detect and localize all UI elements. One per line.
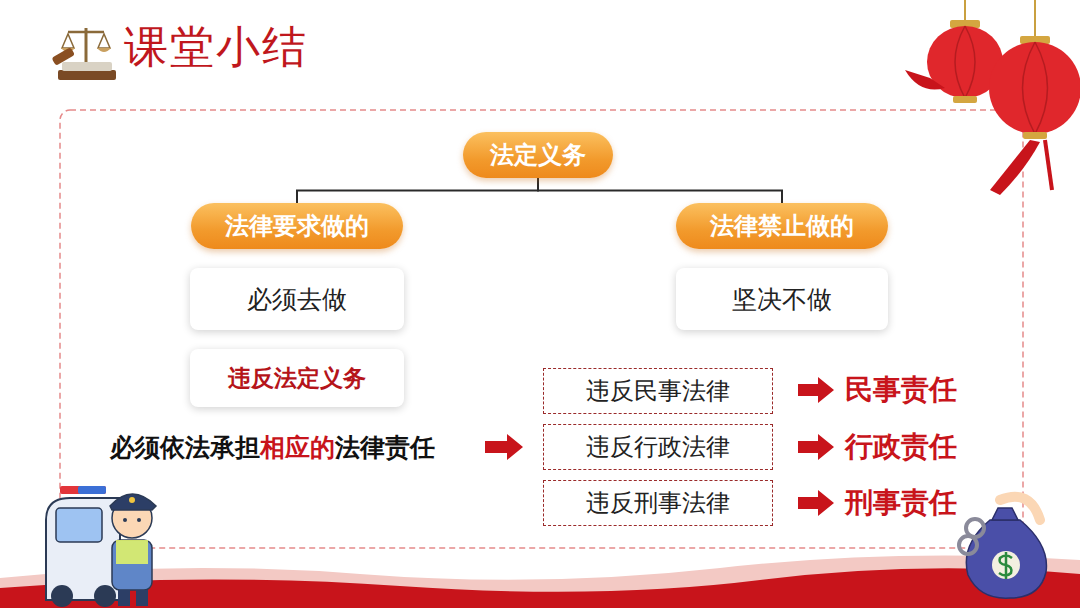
node-text: 违反行政法律 bbox=[586, 431, 730, 463]
node-text: 违反刑事法律 bbox=[586, 487, 730, 519]
law-box: 违反行政法律 bbox=[543, 424, 773, 470]
node-text: 违反法定义务 bbox=[228, 363, 366, 394]
money-bag-illustration bbox=[959, 497, 1046, 598]
lanterns bbox=[905, 0, 1080, 195]
police-illustration bbox=[46, 486, 156, 607]
content-card: 必须去做 bbox=[190, 268, 404, 330]
liability-label: 民事责任 bbox=[845, 371, 957, 409]
conclusion-text: 法律责任 bbox=[335, 431, 435, 464]
law-box: 违反刑事法律 bbox=[543, 480, 773, 526]
node-text: 法律禁止做的 bbox=[710, 210, 854, 242]
bracket-connector bbox=[297, 178, 538, 203]
branch-pill: 法律要求做的 bbox=[191, 203, 403, 249]
band-light bbox=[0, 556, 1080, 608]
node-text: 必须去做 bbox=[247, 283, 347, 316]
node-text: 违反民事法律 bbox=[586, 375, 730, 407]
content-card: 坚决不做 bbox=[676, 268, 888, 330]
branch-pill: 法律禁止做的 bbox=[676, 203, 888, 249]
warning-card: 违反法定义务 bbox=[190, 349, 404, 407]
law-box: 违反民事法律 bbox=[543, 368, 773, 414]
node-text: 坚决不做 bbox=[732, 283, 832, 316]
root-pill: 法定义务 bbox=[463, 132, 613, 178]
band-red bbox=[0, 568, 1080, 608]
conclusion-text: 必须依法承担 bbox=[110, 431, 260, 464]
conclusion-emphasis: 相应的 bbox=[260, 431, 335, 464]
node-text: 法定义务 bbox=[490, 139, 586, 171]
bracket-connector bbox=[538, 178, 782, 203]
slide-title: 课堂小结 bbox=[124, 18, 308, 77]
dashed-frame bbox=[60, 110, 1023, 548]
law-icon bbox=[51, 28, 116, 80]
liability-label: 行政责任 bbox=[845, 428, 957, 466]
node-text: 法律要求做的 bbox=[225, 210, 369, 242]
liability-label: 刑事责任 bbox=[845, 484, 957, 522]
